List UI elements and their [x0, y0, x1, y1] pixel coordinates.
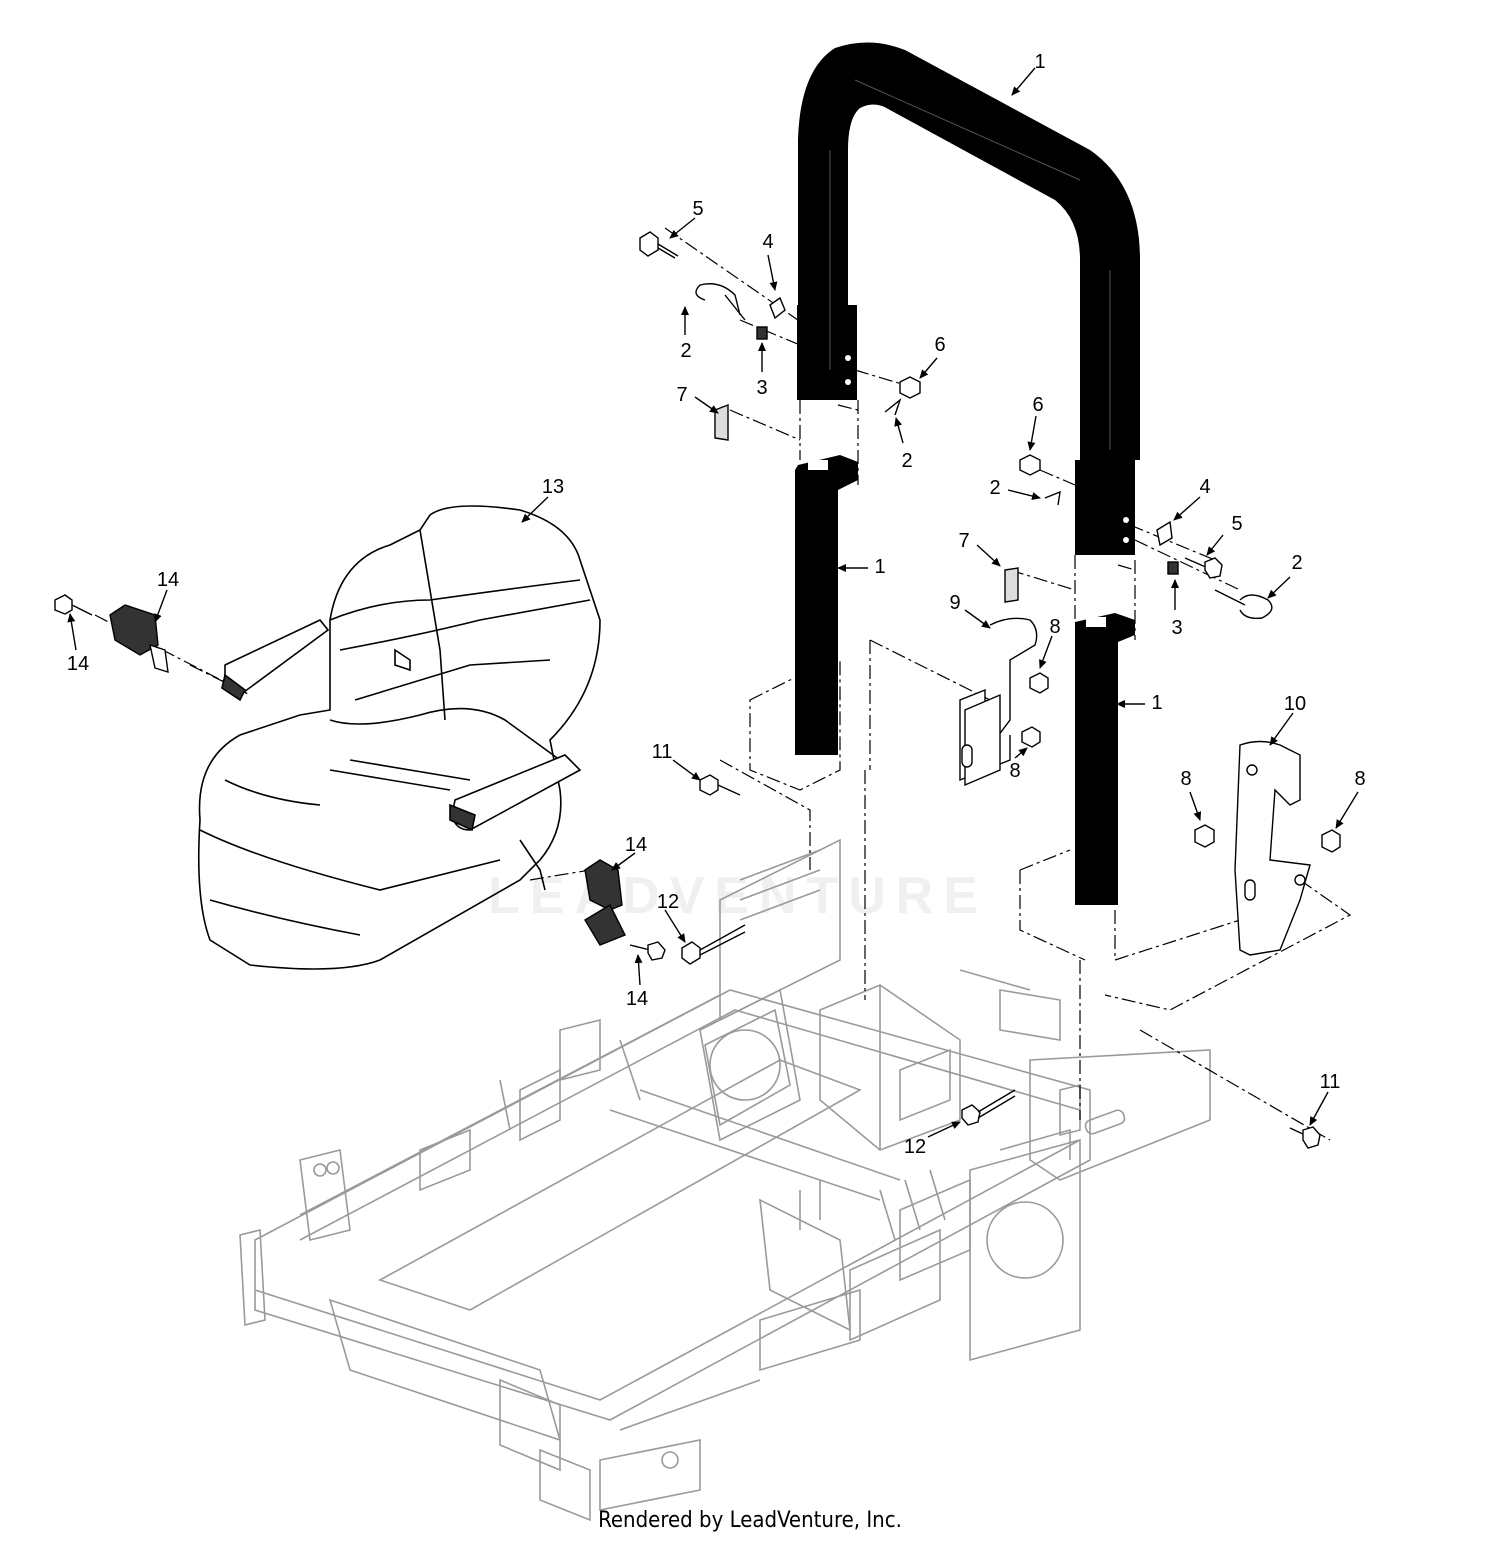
nut-8-a	[1029, 672, 1049, 694]
callout-1-right-tube: 1	[1151, 692, 1162, 714]
callout-8-bracket10-right: 8	[1354, 768, 1365, 790]
washer-4-upper	[769, 296, 786, 320]
callout-1-left-tube: 1	[874, 556, 885, 578]
callout-6-right: 6	[1032, 394, 1043, 416]
callout-labels: 1 1 1 2 2 2 2 3 3 4 4 5 5 6 6 7 7 8 8 8 …	[67, 51, 1366, 1158]
seat-belt-14-center	[584, 859, 626, 946]
callout-13: 13	[542, 476, 564, 498]
callout-7-right: 7	[958, 530, 969, 552]
leaders	[67, 67, 1359, 1138]
nut-6-right	[1019, 454, 1041, 476]
callout-14-left-buckle: 14	[157, 569, 179, 591]
callout-9: 9	[949, 592, 960, 614]
callout-8-bracket9-bottom: 8	[1009, 760, 1020, 782]
seat	[197, 505, 601, 970]
callout-5-left: 5	[692, 198, 703, 220]
hardware	[54, 231, 1341, 1149]
callout-2-cotter: 2	[901, 450, 912, 472]
callout-12-lower: 12	[904, 1136, 926, 1158]
callout-8-bracket9-top: 8	[1049, 616, 1060, 638]
callout-14-center-bolt: 14	[626, 988, 648, 1010]
clip-7-upper	[714, 403, 729, 441]
callout-4-left: 4	[762, 231, 773, 253]
nut-8-d	[1321, 829, 1341, 853]
seat-belt-14-left	[109, 604, 169, 673]
washer-4-right	[1156, 520, 1173, 547]
callout-6-left: 6	[934, 334, 945, 356]
lynch-pin-2-right	[1214, 589, 1273, 620]
bolt-11-lower	[1289, 1126, 1321, 1149]
spring-3-upper	[756, 326, 768, 340]
bolt-14-left	[54, 594, 93, 616]
bolt-14-center	[629, 941, 666, 961]
bolt-11-upper	[699, 774, 741, 796]
rops-bar	[789, 42, 1140, 905]
bolt-12-upper	[681, 924, 746, 965]
clip-7-right	[1004, 567, 1019, 603]
callout-2-right-pin: 2	[1291, 552, 1302, 574]
bolt-5-right	[1184, 557, 1223, 579]
spring-3-right	[1167, 561, 1179, 575]
callout-2-left-pin: 2	[680, 340, 691, 362]
alignment-lines	[94, 227, 1352, 1141]
callout-14-center-buckle: 14	[625, 834, 647, 856]
callout-5-right: 5	[1231, 513, 1242, 535]
cotter-2-right	[1044, 490, 1061, 506]
callout-12-upper: 12	[657, 891, 679, 913]
callout-11-lower: 11	[1320, 1071, 1341, 1093]
mower-frame	[239, 838, 1211, 1522]
bolt-12-lower	[961, 1089, 1016, 1126]
watermark: LEADVENTURE	[488, 867, 989, 925]
callout-2-right-cotter: 2	[989, 477, 1000, 499]
callout-3-left: 3	[756, 377, 767, 399]
cotter-2-upper	[884, 397, 902, 416]
callout-4-right: 4	[1199, 476, 1210, 498]
callout-8-bracket10-left: 8	[1180, 768, 1191, 790]
bracket-10	[1234, 740, 1311, 956]
callout-14-left-bolt: 14	[67, 653, 89, 675]
lynch-pin-2-upper	[695, 283, 746, 321]
nut-8-c	[1194, 824, 1215, 848]
footer-credit: Rendered by LeadVenture, Inc.	[598, 1508, 902, 1533]
callout-7-left: 7	[676, 384, 687, 406]
callout-11-upper: 11	[652, 741, 673, 763]
nut-6-upper	[899, 376, 921, 399]
bolt-5-upper	[639, 231, 679, 259]
callout-1-top: 1	[1034, 51, 1045, 73]
callout-10: 10	[1284, 693, 1306, 715]
nut-8-b	[1021, 726, 1041, 748]
callout-3-right: 3	[1171, 617, 1182, 639]
